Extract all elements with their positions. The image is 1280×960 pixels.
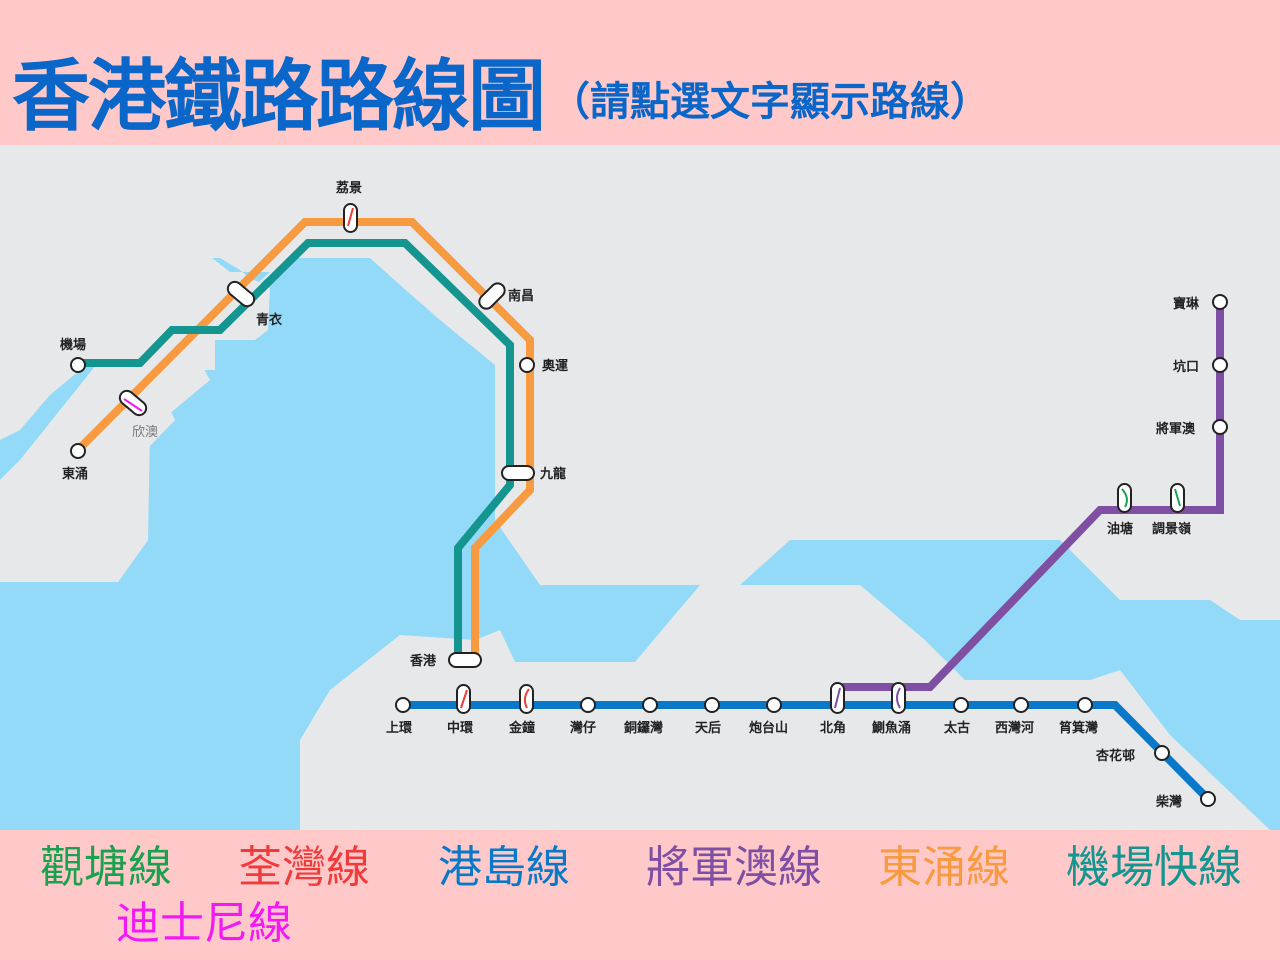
station-heng-fa-chuen[interactable] — [1154, 745, 1170, 761]
map-subtitle: （請點選文字顯示路線） — [550, 79, 991, 125]
station-hang-hau[interactable] — [1212, 357, 1228, 373]
label-lai-king[interactable]: 荔景 — [335, 180, 362, 196]
station-tung-chung[interactable] — [70, 443, 86, 459]
station-sheung-wan[interactable] — [395, 697, 411, 713]
label-airport[interactable]: 機場 — [60, 337, 86, 353]
lantau-island — [0, 345, 210, 582]
label-tsing-yi[interactable]: 青衣 — [256, 312, 282, 328]
station-sai-wan-ho[interactable] — [1013, 697, 1029, 713]
station-shau-kei-wan[interactable] — [1077, 697, 1093, 713]
island-line[interactable] — [403, 701, 1210, 801]
label-kowloon[interactable]: 九龍 — [539, 466, 566, 482]
label-tiu-keng-leng[interactable]: 調景嶺 — [1152, 521, 1191, 537]
legend-tsuen-wan-line[interactable]: 荃灣線 — [238, 842, 370, 893]
label-po-lam[interactable]: 寶琳 — [1173, 296, 1200, 312]
label-chai-wan[interactable]: 柴灣 — [1155, 794, 1182, 810]
label-sunny-bay[interactable]: 欣澳 — [132, 424, 158, 440]
label-admiralty[interactable]: 金鐘 — [508, 720, 535, 736]
label-fortress-hill[interactable]: 炮台山 — [749, 720, 788, 736]
map-title: 香港鐵路路線圖 — [12, 52, 546, 142]
station-tin-hau[interactable] — [704, 697, 720, 713]
legend-kwun-tong-line[interactable]: 觀塘線 — [40, 842, 172, 893]
label-wan-chai[interactable]: 灣仔 — [570, 720, 596, 736]
label-central[interactable]: 中環 — [447, 720, 474, 736]
station-yau-tong[interactable] — [1117, 483, 1132, 513]
station-airport[interactable] — [70, 357, 86, 373]
station-hong-kong[interactable] — [448, 652, 482, 668]
station-markers — [70, 294, 1228, 807]
station-tai-koo[interactable] — [953, 697, 969, 713]
legend-airport-express[interactable]: 機場快線 — [1066, 842, 1242, 893]
station-wan-chai[interactable] — [580, 697, 596, 713]
station-po-lam[interactable] — [1212, 294, 1228, 310]
legend-tseung-kwan-o-line[interactable]: 將軍澳線 — [646, 842, 822, 893]
station-admiralty[interactable] — [519, 684, 534, 714]
label-hang-hau[interactable]: 坑口 — [1173, 359, 1199, 375]
station-chai-wan[interactable] — [1200, 791, 1216, 807]
label-yau-tong[interactable]: 油塘 — [1107, 521, 1133, 537]
label-shau-kei-wan[interactable]: 筲箕灣 — [1059, 720, 1098, 736]
station-labels: 荔景 青衣 機場 欣澳 東涌 南昌 奧運 九龍 香港 上環 中環 金鐘 灣仔 銅… — [60, 180, 1200, 810]
label-heng-fa-chuen[interactable]: 杏花邨 — [1096, 748, 1135, 764]
legend-disneyland-line[interactable]: 迪士尼線 — [116, 898, 292, 949]
station-olympic[interactable] — [519, 357, 535, 373]
label-hong-kong[interactable]: 香港 — [409, 653, 437, 669]
legend-island-line[interactable]: 港島線 — [438, 842, 570, 893]
label-quarry-bay[interactable]: 鰂魚涌 — [871, 720, 911, 736]
label-tseung-kwan-o[interactable]: 將軍澳 — [1156, 421, 1196, 437]
label-nam-cheong[interactable]: 南昌 — [508, 288, 534, 304]
station-fortress-hill[interactable] — [766, 697, 782, 713]
station-tseung-kwan-o[interactable] — [1212, 419, 1228, 435]
station-tsing-yi[interactable] — [225, 279, 257, 309]
tung-chung-line[interactable] — [75, 218, 534, 660]
label-tai-koo[interactable]: 太古 — [943, 720, 970, 736]
label-tung-chung[interactable]: 東涌 — [62, 466, 88, 482]
interchange-line-marks — [123, 207, 1181, 709]
label-tin-hau[interactable]: 天后 — [695, 720, 721, 736]
label-sai-wan-ho[interactable]: 西灣河 — [995, 720, 1034, 736]
airport-express-line[interactable] — [80, 239, 514, 660]
station-nam-cheong[interactable] — [476, 280, 507, 311]
label-causeway-bay[interactable]: 銅鑼灣 — [624, 720, 663, 736]
station-quarry-bay[interactable] — [891, 682, 906, 714]
label-north-point[interactable]: 北角 — [820, 720, 846, 736]
station-kowloon[interactable] — [501, 465, 535, 481]
legend-tung-chung-line[interactable]: 東涌線 — [878, 842, 1010, 893]
label-sheung-wan[interactable]: 上環 — [386, 721, 413, 736]
railway-map: 荔景 青衣 機場 欣澳 東涌 南昌 奧運 九龍 香港 上環 中環 金鐘 灣仔 銅… — [0, 145, 1280, 830]
page-title: 香港鐵路路線圖 （請點選文字顯示路線） — [12, 52, 990, 142]
station-causeway-bay[interactable] — [642, 697, 658, 713]
label-olympic[interactable]: 奧運 — [542, 358, 568, 374]
airport-island — [0, 310, 120, 440]
interchange-markers — [118, 203, 1185, 714]
